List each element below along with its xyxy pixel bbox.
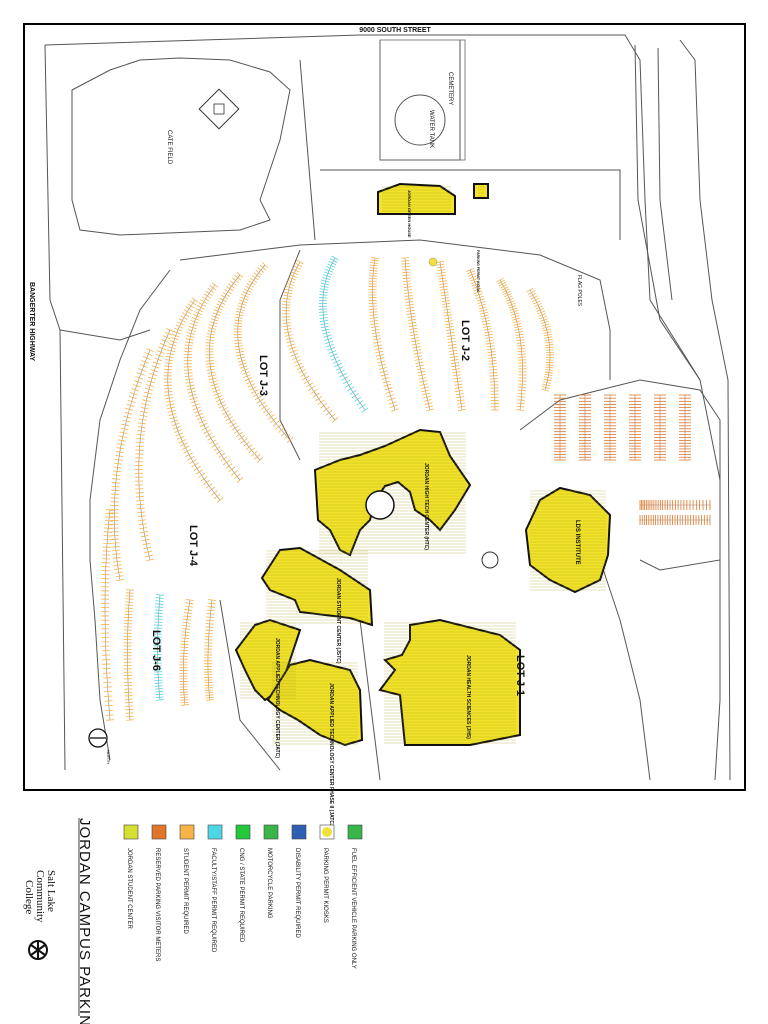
kiosk-dot xyxy=(322,827,332,837)
lot-j3-row-2 xyxy=(205,272,264,463)
east-lot-row-1 xyxy=(579,394,591,461)
logo-line-3: College xyxy=(23,880,35,914)
lot-j2-label: LOT J-2 xyxy=(459,320,471,361)
legend-swatch-8 xyxy=(123,824,139,840)
map-frame xyxy=(23,23,746,791)
lot-j3-row-1 xyxy=(233,262,294,443)
jatc2-label: JORDAN APPLIED TECHNOLOGY CENTER PHASE I… xyxy=(328,683,334,829)
lds-label: LDS INSTITUTE xyxy=(574,520,580,565)
hatch-lines xyxy=(319,432,466,554)
legend-label-0: FUEL EFFICIENT VEHICLE PARKING ONLY xyxy=(350,848,356,969)
disability-icon xyxy=(291,824,307,840)
east-lot-row-3 xyxy=(629,394,641,461)
lot-j6-row-1 xyxy=(101,509,115,721)
green-house-label: JORDAN GREEN HOUSE xyxy=(407,190,412,238)
lot-j4-row-1 xyxy=(134,327,174,562)
lot-j2-row-2 xyxy=(400,257,434,412)
hatch-lines xyxy=(530,490,606,591)
east-lot-row-0 xyxy=(554,394,566,461)
logo-symbol-icon xyxy=(28,940,48,960)
parking-rows xyxy=(101,255,711,721)
lot-j3-row-3 xyxy=(183,282,244,483)
legend-label-4: CNG / STATE PERMIT REQUIRED xyxy=(238,848,244,943)
lot-j3-label: LOT J-3 xyxy=(257,355,269,396)
cate-field xyxy=(198,88,240,130)
motorcycle-icon xyxy=(263,824,279,840)
cemetery-plot xyxy=(379,39,466,161)
hatch-lines xyxy=(382,186,451,212)
lot-j6-row-3 xyxy=(153,594,165,701)
legend-swatch-6 xyxy=(179,824,195,840)
logo-line-1: Salt Lake xyxy=(45,870,57,912)
jsc-label: JORDAN STUDENT CENTER (JSTC) xyxy=(335,578,341,664)
lot-j2-row-6 xyxy=(526,287,554,392)
legend-label-6: STUDENT PERMIT REQUIRED xyxy=(182,848,188,934)
lds-south-row xyxy=(639,500,711,510)
lot-j6-row-4 xyxy=(179,598,195,706)
roundabout xyxy=(481,551,499,569)
hatch-lines xyxy=(272,662,358,745)
legend-swatch-4 xyxy=(235,824,251,840)
water-tank xyxy=(394,94,446,146)
building-jtc[interactable] xyxy=(313,428,472,557)
legend-label-7: RESERVED PARKING VISITOR METERS xyxy=(154,848,160,961)
hatch-lines xyxy=(384,622,516,744)
water-tank-label: WATER TANK xyxy=(428,110,434,148)
lot-j3-row-5 xyxy=(282,259,339,423)
lot-j4-label: LOT J-4 xyxy=(187,525,199,567)
lot-j2-row-5 xyxy=(496,277,527,411)
east-lot-row-5 xyxy=(679,394,691,461)
road-label-north: 9000 SOUTH STREET xyxy=(359,27,431,34)
flag-poles-label: FLAG POLES xyxy=(576,275,582,307)
college-logo: Salt Lake Community College xyxy=(23,870,57,960)
lot-j2-row-4 xyxy=(466,268,499,411)
jtc-label: JORDAN HIGH TECH CENTER (HTC) xyxy=(423,463,429,550)
legend-swatch-5 xyxy=(207,824,223,840)
north-label: NORTH xyxy=(106,750,111,764)
legend-swatch-7 xyxy=(151,824,167,840)
legend-label-3: MOTORCYCLE PARKING xyxy=(266,848,272,919)
legend-label-1: PARKING PERMIT KIOSKS xyxy=(322,848,328,923)
logo-line-2: Community xyxy=(34,870,46,923)
legend-label-2: DISABILITY PERMIT REQUIRED xyxy=(294,848,300,938)
cemetery-label: CEMETERY xyxy=(447,72,453,105)
east-lot-row-2 xyxy=(604,394,616,461)
lot-j6-row-2 xyxy=(123,589,135,721)
jhs-label: JORDAN HEALTH SCIENCES (JHS) xyxy=(465,655,471,739)
road-label-west: BANGERTER HIGHWAY xyxy=(28,282,35,361)
lot-j6-label: LOT J-6 xyxy=(150,630,162,671)
legend-title: JORDAN CAMPUS PARKING xyxy=(76,818,93,1024)
fuel-efficient-icon xyxy=(347,824,363,840)
jatc-label: JORDAN APPLIED TECHNOLOGY CENTER (JATC) xyxy=(274,638,280,758)
lot-j1-label: LOT J-1 xyxy=(514,655,526,696)
lot-j6-row-5 xyxy=(203,599,217,701)
hatch-lines xyxy=(240,622,296,699)
buildings xyxy=(234,182,612,747)
lot-j4-row-2 xyxy=(110,348,154,582)
hatch-lines xyxy=(478,186,484,197)
lot-j2-row-1 xyxy=(368,256,399,412)
building-jsc[interactable] xyxy=(260,546,374,627)
legend: JORDAN CAMPUS PARKING FUEL EFFICIENT VEH… xyxy=(76,818,363,1024)
lot-j2-row-3 xyxy=(435,261,467,411)
legend-label-8: JORDAN STUDENT CENTER xyxy=(126,848,132,930)
field-label: CATE FIELD xyxy=(166,130,172,165)
hatch-lines xyxy=(266,550,368,624)
lds-south-row-2 xyxy=(639,515,711,525)
kiosk-label: PARKING PERMIT KIOSK xyxy=(476,250,480,293)
kiosk-icon xyxy=(428,257,438,267)
lot-j3-row-4 xyxy=(163,297,224,503)
east-lot-row-4 xyxy=(654,394,666,461)
legend-label-5: FACULTY/STAFF PERMIT REQUIRED xyxy=(210,848,216,953)
building-small[interactable] xyxy=(473,183,489,199)
lot-j3-row-6 xyxy=(318,255,369,413)
courtyard xyxy=(365,490,395,520)
